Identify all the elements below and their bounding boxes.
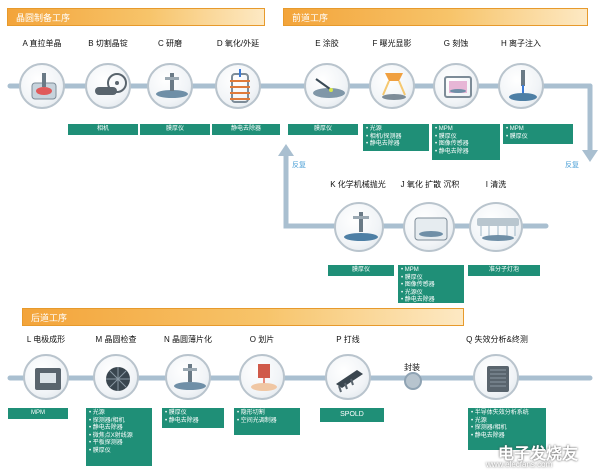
tools-l: MPM	[8, 408, 68, 419]
arrow-up-icon	[278, 144, 294, 156]
step-label-package: 封装	[404, 363, 420, 372]
step-icon-m	[93, 354, 139, 400]
step-icon-c	[147, 63, 193, 109]
repeat-label-right: 反复	[565, 162, 579, 169]
step-label-q: Q 失效分析&终测	[466, 335, 528, 344]
tools-p: SPOLD	[320, 408, 384, 422]
step-icon-n	[165, 354, 211, 400]
tools-e: 膜厚仪	[288, 124, 358, 135]
watermark-title: 电子发烧友	[498, 446, 579, 463]
step-icon-j	[403, 202, 455, 252]
step-icon-d	[215, 63, 261, 109]
step-label-m: M 晶圆检查	[95, 335, 137, 344]
step-label-c: C 研磨	[158, 39, 182, 48]
step-icon-k	[334, 202, 384, 252]
step-icon-g	[433, 63, 479, 109]
package-dot-icon	[404, 372, 422, 390]
tools-j: MPM 膜厚仪 图像传感器 光源仪 静电去除器	[398, 265, 464, 303]
tools-h: MPM 膜厚仪	[503, 124, 573, 144]
tools-i: 准分子灯泡	[468, 265, 540, 276]
step-label-g: G 刻蚀	[443, 39, 469, 48]
tools-f: 光源 相机/探测器 静电去除器	[363, 124, 429, 151]
section-header-back: 后道工序	[22, 308, 464, 326]
step-label-d: D 氧化/外延	[216, 39, 260, 48]
step-icon-f	[369, 63, 415, 109]
tools-g: MPM 膜厚仪 图像传感器 静电去除器	[432, 124, 500, 160]
step-label-o: O 划片	[249, 335, 275, 344]
section-header-wafer: 晶圆制备工序	[7, 8, 265, 26]
step-icon-h	[498, 63, 544, 109]
step-label-b: B 切割晶锭	[88, 39, 128, 48]
step-label-l: L 电极成形	[26, 335, 66, 344]
step-label-h: H 离子注入	[501, 39, 541, 48]
step-label-e: E 涂胶	[315, 39, 339, 48]
tools-q: 半导体失效分析系统 光源 探测器/相机 静电去除器	[468, 408, 546, 450]
step-label-p: P 打线	[336, 335, 360, 344]
step-label-j: J 氧化 扩散 沉积	[400, 180, 460, 189]
step-icon-o	[239, 354, 285, 400]
step-label-i: I 清洗	[485, 180, 507, 189]
tools-o: 隐形切割 空间光调制器	[234, 408, 300, 435]
step-label-a: A 直拉单晶	[22, 39, 62, 48]
arrow-down-icon	[582, 150, 598, 162]
tools-m: 光源 探测器/相机 静电去除器 微焦点X射线源 平板探测器 膜厚仪	[86, 408, 152, 466]
tools-c: 膜厚仪	[140, 124, 210, 135]
watermark-url: www.elecfans.com	[486, 460, 553, 469]
step-icon-b	[85, 63, 131, 109]
step-icon-q	[473, 354, 519, 400]
repeat-label-left: 反复	[292, 162, 306, 169]
step-icon-a	[19, 63, 65, 109]
tools-b: 相机	[68, 124, 138, 135]
step-label-n: N 晶圆薄片化	[164, 335, 212, 344]
step-label-k: K 化学机械抛光	[330, 180, 386, 189]
step-label-f: F 曝光显影	[372, 39, 412, 48]
step-icon-l	[23, 354, 69, 400]
section-header-front: 前道工序	[283, 8, 588, 26]
tools-k: 膜厚仪	[328, 265, 394, 276]
tools-n: 膜厚仪 静电去除器	[162, 408, 224, 428]
step-icon-i	[469, 202, 523, 252]
step-icon-e	[304, 63, 350, 109]
step-icon-p	[325, 354, 371, 400]
tools-d: 静电去除器	[212, 124, 280, 135]
